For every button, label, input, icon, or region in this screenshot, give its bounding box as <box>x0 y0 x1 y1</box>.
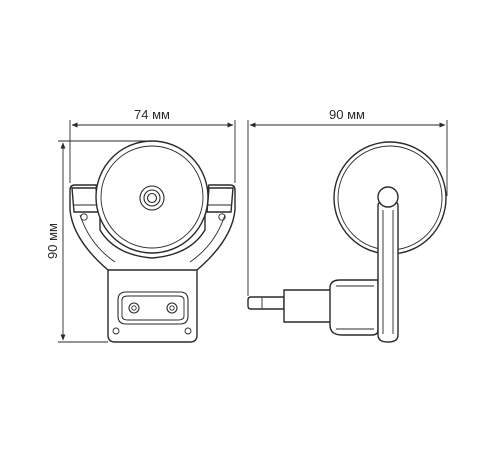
front-disc-inner <box>100 145 204 249</box>
front-left-screw <box>80 213 88 221</box>
front-lower-housing <box>107 261 198 343</box>
dimension-depth-label: 90 мм <box>329 107 365 122</box>
side-plug-pin <box>247 296 285 310</box>
side-housing <box>329 279 379 336</box>
front-right-screw <box>218 213 226 221</box>
front-lens-mid <box>143 189 161 207</box>
front-right-clip <box>206 187 234 213</box>
dimension-depth: 90 мм <box>247 107 448 296</box>
side-plug-body <box>283 289 337 323</box>
front-lens-outer <box>139 185 165 211</box>
front-socket-hole-left <box>128 302 140 314</box>
front-lens-inner <box>146 192 158 204</box>
dimension-width: 74 мм <box>69 107 236 183</box>
dimension-height: 90 мм <box>45 140 150 343</box>
side-pivot <box>377 186 399 208</box>
front-left-clip <box>71 187 99 213</box>
dimension-height-label: 90 мм <box>45 223 60 259</box>
front-disc-outer <box>95 140 209 254</box>
front-bottom-screw-right <box>184 327 192 335</box>
side-arm <box>377 199 399 343</box>
front-socket-hole-right <box>166 302 178 314</box>
front-view <box>69 140 236 343</box>
dimension-width-label: 74 мм <box>134 107 170 122</box>
side-view <box>247 141 447 343</box>
front-bottom-screw-left <box>112 327 120 335</box>
front-socket-recess <box>117 291 189 325</box>
